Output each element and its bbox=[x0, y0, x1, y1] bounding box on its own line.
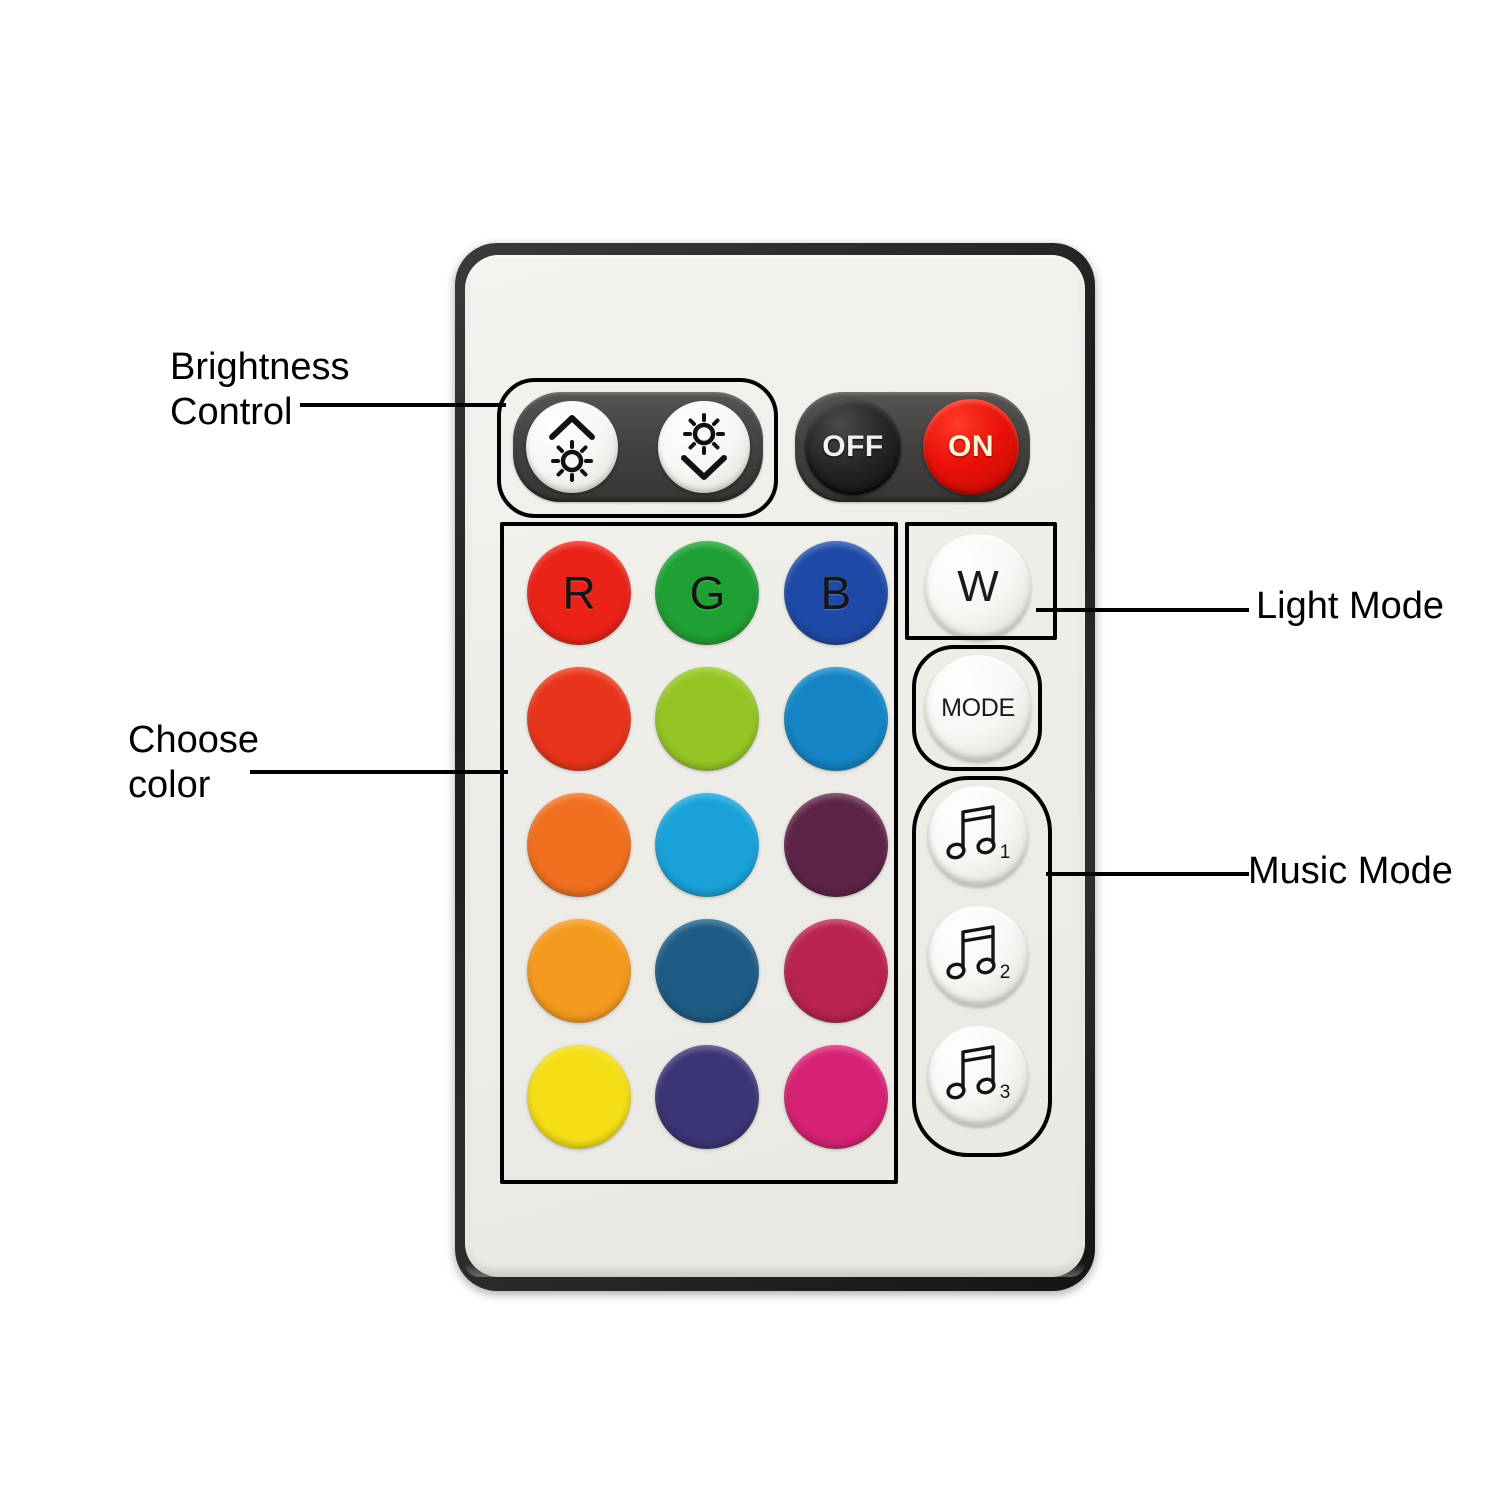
color-button-green[interactable]: G bbox=[655, 541, 760, 645]
music-mode-2-button[interactable]: 2 bbox=[928, 906, 1028, 1006]
color-swatch-cell: R bbox=[515, 530, 643, 656]
color-button-crimson[interactable] bbox=[783, 919, 888, 1023]
color-button-azure-blue[interactable] bbox=[783, 667, 888, 771]
color-button-blue[interactable]: B bbox=[783, 541, 888, 645]
color-grid: R G B bbox=[515, 530, 900, 1160]
music-note-icon: 2 bbox=[946, 925, 1011, 983]
power-on-label: ON bbox=[948, 430, 994, 463]
color-button-steel-blue[interactable] bbox=[655, 919, 760, 1023]
color-swatch-cell bbox=[772, 782, 900, 908]
power-off-button[interactable]: OFF bbox=[805, 399, 901, 495]
power-button-group: OFF ON bbox=[795, 392, 1030, 502]
power-off-label: OFF bbox=[822, 430, 884, 463]
color-swatch-cell bbox=[643, 908, 771, 1034]
color-button-magenta-pink[interactable] bbox=[783, 1045, 888, 1149]
color-button-orange[interactable] bbox=[527, 793, 632, 897]
music-mode-3-button[interactable]: 3 bbox=[928, 1026, 1028, 1126]
color-swatch-cell bbox=[643, 782, 771, 908]
music-mode-number: 3 bbox=[1000, 1082, 1011, 1103]
music-note-icon: 3 bbox=[946, 1045, 1011, 1103]
brightness-up-icon bbox=[549, 415, 595, 482]
music-mode-1-button[interactable]: 1 bbox=[928, 786, 1028, 886]
annotation-label-choose-color: Choose color bbox=[128, 719, 259, 806]
white-light-label: W bbox=[957, 562, 999, 611]
leader-line-brightness bbox=[300, 403, 506, 407]
color-swatch-cell bbox=[515, 908, 643, 1034]
leader-line-music-mode bbox=[1046, 872, 1249, 876]
leader-line-choose-color bbox=[250, 770, 508, 774]
leader-line-light-mode bbox=[1036, 608, 1249, 612]
color-swatch-cell bbox=[643, 1034, 771, 1160]
mode-label: MODE bbox=[941, 693, 1015, 722]
color-swatch-cell bbox=[772, 656, 900, 782]
color-swatch-cell: B bbox=[772, 530, 900, 656]
color-button-dark-plum[interactable] bbox=[783, 793, 888, 897]
color-swatch-cell bbox=[515, 1034, 643, 1160]
color-swatch-label: R bbox=[562, 567, 596, 619]
color-swatch-cell: G bbox=[643, 530, 771, 656]
brightness-down-button[interactable] bbox=[658, 401, 750, 493]
brightness-down-icon bbox=[681, 413, 727, 480]
color-swatch-cell bbox=[515, 656, 643, 782]
color-swatch-cell bbox=[772, 908, 900, 1034]
power-on-button[interactable]: ON bbox=[923, 399, 1019, 495]
color-button-yellow[interactable] bbox=[527, 1045, 632, 1149]
color-swatch-label: B bbox=[820, 567, 852, 619]
brightness-up-button[interactable] bbox=[526, 401, 618, 493]
color-swatch-cell bbox=[515, 782, 643, 908]
color-button-indigo[interactable] bbox=[655, 1045, 760, 1149]
brightness-control-group bbox=[513, 392, 763, 502]
music-mode-number: 2 bbox=[1000, 962, 1011, 983]
annotation-label-light-mode: Light Mode bbox=[1256, 585, 1445, 627]
color-swatch-cell bbox=[772, 1034, 900, 1160]
annotation-label-brightness: Brightness Control bbox=[170, 346, 350, 433]
color-button-red-orange[interactable] bbox=[527, 667, 632, 771]
color-button-red[interactable]: R bbox=[527, 541, 632, 645]
color-button-amber[interactable] bbox=[527, 919, 632, 1023]
white-light-button[interactable]: W bbox=[925, 534, 1031, 640]
color-button-sky-blue[interactable] bbox=[655, 793, 760, 897]
mode-button[interactable]: MODE bbox=[925, 655, 1031, 761]
color-swatch-cell bbox=[643, 656, 771, 782]
color-swatch-label: G bbox=[689, 567, 726, 619]
music-note-icon: 1 bbox=[946, 805, 1011, 863]
color-button-lime-green[interactable] bbox=[655, 667, 760, 771]
music-mode-number: 1 bbox=[1000, 842, 1011, 863]
annotation-label-music-mode: Music Mode bbox=[1248, 850, 1453, 892]
